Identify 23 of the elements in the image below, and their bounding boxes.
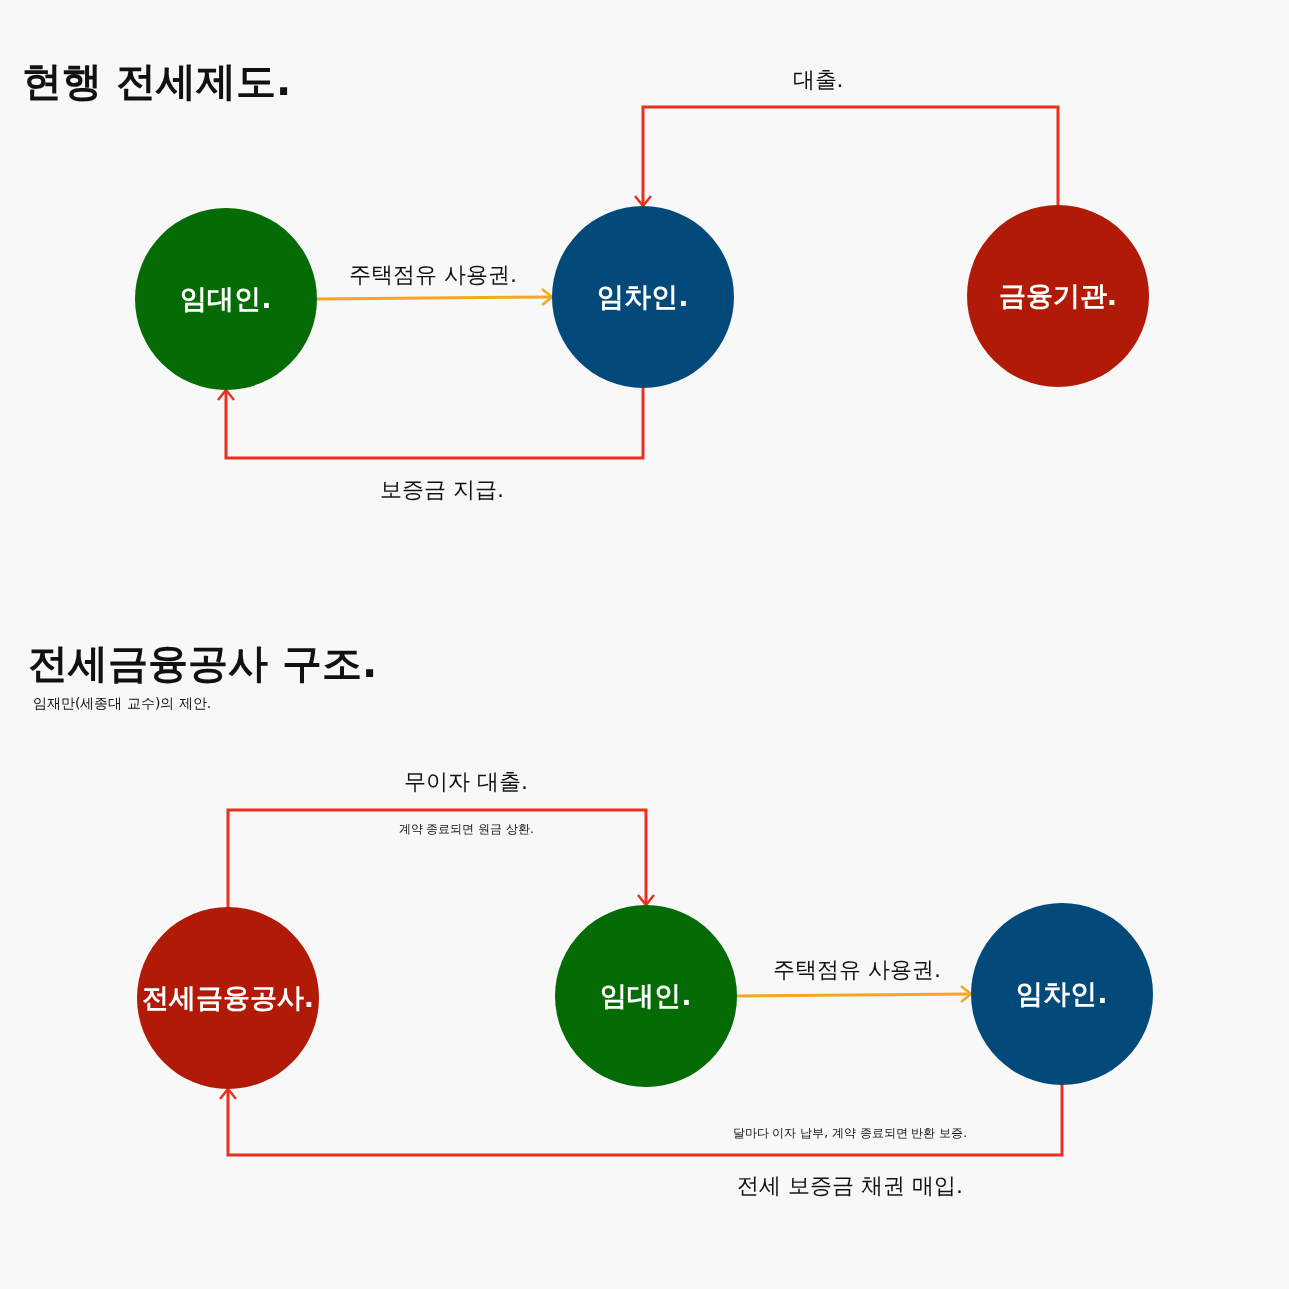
arrow: [317, 287, 554, 307]
node-label: 전세금융공사.: [141, 981, 315, 1015]
section-heading: 전세금융공사 구조.: [28, 639, 378, 688]
edge-label: 무이자 대출.: [404, 767, 528, 796]
node-label: 임차인.: [597, 280, 689, 314]
section-heading: 현행 전세제도.: [22, 57, 292, 106]
node-label: 임차인.: [1016, 977, 1108, 1011]
arrow: [216, 388, 645, 460]
node-label: 임대인.: [180, 282, 272, 316]
edge-label: 보증금 지급.: [380, 475, 504, 504]
node-label: 임대인.: [600, 979, 692, 1013]
edge-label: 주택점유 사용권.: [773, 955, 941, 984]
edge-label: 주택점유 사용권.: [349, 260, 517, 289]
arrow: [226, 808, 656, 907]
edge-label: 대출.: [792, 65, 844, 94]
arrow: [737, 984, 973, 1004]
node-label: 금융기관.: [998, 279, 1118, 313]
arrow: [633, 105, 1060, 208]
edge-note: 계약 종료되면 원금 상환.: [398, 820, 534, 838]
edge-label: 전세 보증금 채권 매입.: [737, 1171, 963, 1200]
arrow: [218, 1085, 1064, 1157]
subtitle: 임재만(세종대 교수)의 제안.: [33, 694, 212, 713]
edge-note: 달마다 이자 납부, 계약 종료되면 반환 보증.: [732, 1124, 967, 1142]
